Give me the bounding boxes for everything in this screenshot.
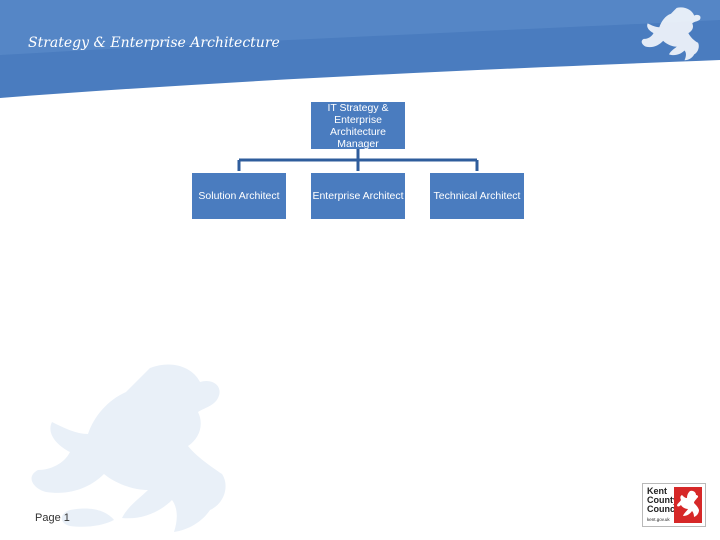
horse-icon xyxy=(630,4,708,66)
logo-badge xyxy=(674,487,702,523)
org-node-technical-architect: Technical Architect xyxy=(429,173,525,219)
page-number: Page 1 xyxy=(35,512,70,524)
header-title: Strategy & Enterprise Architecture xyxy=(28,35,280,51)
org-node-enterprise-architect: Enterprise Architect xyxy=(310,173,406,219)
logo-subtext: kent.gov.uk xyxy=(647,517,670,522)
kent-county-council-logo: Kent County Council kent.gov.uk xyxy=(642,483,706,527)
white-horse-icon xyxy=(674,487,702,523)
org-node-manager: IT Strategy & Enterprise Architecture Ma… xyxy=(310,102,406,149)
org-node-solution-architect: Solution Architect xyxy=(191,173,287,219)
